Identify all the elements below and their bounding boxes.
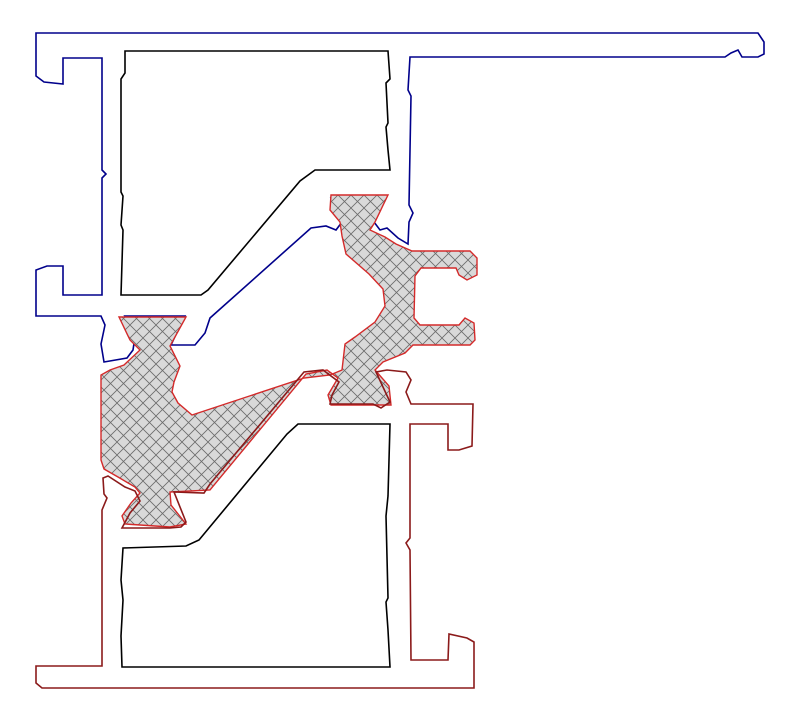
- thermal-break-insert: [100, 194, 478, 528]
- bottom-profile-outline: [35, 369, 475, 689]
- top-profile-outline: [35, 32, 765, 363]
- lower-chamber-outline: [120, 423, 391, 668]
- upper-chamber-outline: [120, 50, 391, 296]
